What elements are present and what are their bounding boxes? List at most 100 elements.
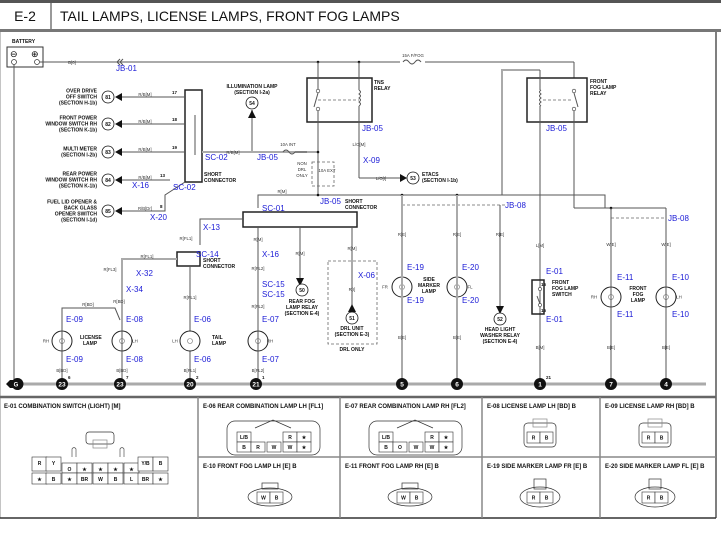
pin-label: O [68,467,72,473]
connector-sc02-a: SC-02 [205,153,228,162]
short-connector-sc01 [242,211,358,228]
ref-label-line: REAR POWER [63,172,98,178]
ground-point-21: 211 [250,375,265,390]
ref-label-line: OFF SWITCH [66,95,97,101]
ground-point-4: 4 [660,378,672,390]
connector-sc01: SC-01 [262,204,285,213]
ref-label-line: (SECTION I-2b) [61,153,97,159]
pin-label: ★ [302,445,307,451]
side-marker-label: SIDE [423,277,435,283]
connector-e08-bottom: E-08 [126,355,143,364]
connector-jb05-tns: JB-05 [362,124,383,133]
pin-label: R [647,496,651,502]
fog-lamp-label-2: FOG [633,292,644,298]
pin-label: O [398,445,402,451]
connector-sc15-a: SC-15 [262,280,285,289]
pin-label: ★ [158,477,163,483]
rear-fog-label: REAR FOG [289,299,316,305]
connector-x09: X-09 [363,156,380,165]
fog-switch-label-3: SWITCH [552,292,572,298]
pin-label: L/B [240,435,248,441]
wire-label-bbd-a: B[BD] [56,368,67,373]
battery-positive-icon: ⊕ [31,49,39,59]
pin-label: ★ [82,467,87,473]
pin-label: ★ [113,467,118,473]
ref-label-line: FRONT POWER [60,116,98,122]
pin-label: W [288,445,293,451]
lamp-side-label: FR [382,285,388,290]
ref-52: 52 [497,317,503,323]
lamp-side-label: FL [467,285,473,290]
connector-jb05-bus: JB-05 [320,197,341,206]
drl-label: DRL UNIT [340,326,363,332]
ref-number: 85 [105,209,111,215]
battery-label: BATTERY [12,39,36,45]
ground-pin: 6 [68,375,71,380]
pin-label: B [52,477,56,483]
connector-e10-bottom: E-10 [672,310,689,319]
side-marker-label-3: LAMP [422,289,437,295]
ref-label-line: OVER DRIVE [66,89,98,95]
connector-panel-title: E-08 LICENSE LAMP LH [BD] B [487,404,577,410]
side-marker-lamp-fr: FR [382,276,413,298]
ref-wire-label: R/B[M] [138,119,151,124]
pin-label: W [272,445,277,451]
ground-point-1: 121 [534,375,552,390]
wire-label-rfl2-a: R[FL2] [252,266,265,271]
ground-pin: 7 [126,375,129,380]
pin-label: ★ [444,435,449,441]
ground-number: 23 [116,382,124,389]
fog-lamp-lh: LH [655,286,682,308]
connector-x16-b: X-16 [262,250,279,259]
non-drl-label-2: DRL [298,167,307,172]
ref-wire-label: R/B[M] [138,92,151,97]
ground-number: 7 [609,382,613,389]
pin-label: ★ [67,477,72,483]
fog-lamp-label: FRONT [629,286,646,292]
connector-panel-title: E-07 REAR COMBINATION LAMP RH [FL2] [345,404,466,410]
pin-label: R [532,496,536,502]
pin-label: ★ [302,435,307,441]
pin-label: R [288,435,292,441]
tns-relay [306,77,373,123]
svg-text:16: 16 [541,282,547,287]
illum-label: ILLUMINATION LAMP [226,84,278,90]
wire-label-rfl3: R[FL3] [104,267,117,272]
ref-pin: 13 [160,173,166,178]
wire-label-loi: L/O[I] [376,176,387,181]
short-connector-sc02 [184,89,203,183]
pin-label: B [660,496,664,502]
lamp-side-label: RH [43,339,49,344]
ref-label-line: (SECTION K-1b) [59,128,97,134]
ref-label-line: (SECTION K-1b) [59,184,97,190]
ground-number: 6 [455,382,459,389]
lamp-side-label: LH [676,295,682,300]
ground-number: 4 [664,382,668,389]
etacs-section: (SECTION I-1b) [422,178,458,184]
pin-label: B [545,496,549,502]
license-lamp-rh: RH [43,330,73,352]
connector-panel-title: E-10 FRONT FOG LAMP LH [E] B [203,464,297,470]
connector-e07-bottom: E-07 [262,355,279,364]
drl-section: (SECTION E-3) [335,332,370,338]
wire-label-bbd-b: B[BD] [116,368,127,373]
ref-50: 50 [299,288,305,294]
wire-label-we-b: W[E] [661,242,670,247]
short-connector-label-2: CONNECTOR [204,178,237,184]
ground-number: 1 [538,382,542,389]
connector-sc15-b: SC-15 [262,290,285,299]
connector-e08-top: E-08 [126,315,143,324]
etacs-label: ETACS [422,172,439,178]
fog-switch-label: FRONT [552,280,569,286]
front-fog-lamp-switch[interactable] [531,279,545,315]
wire-label-rbm: R/B[M] [226,150,239,155]
